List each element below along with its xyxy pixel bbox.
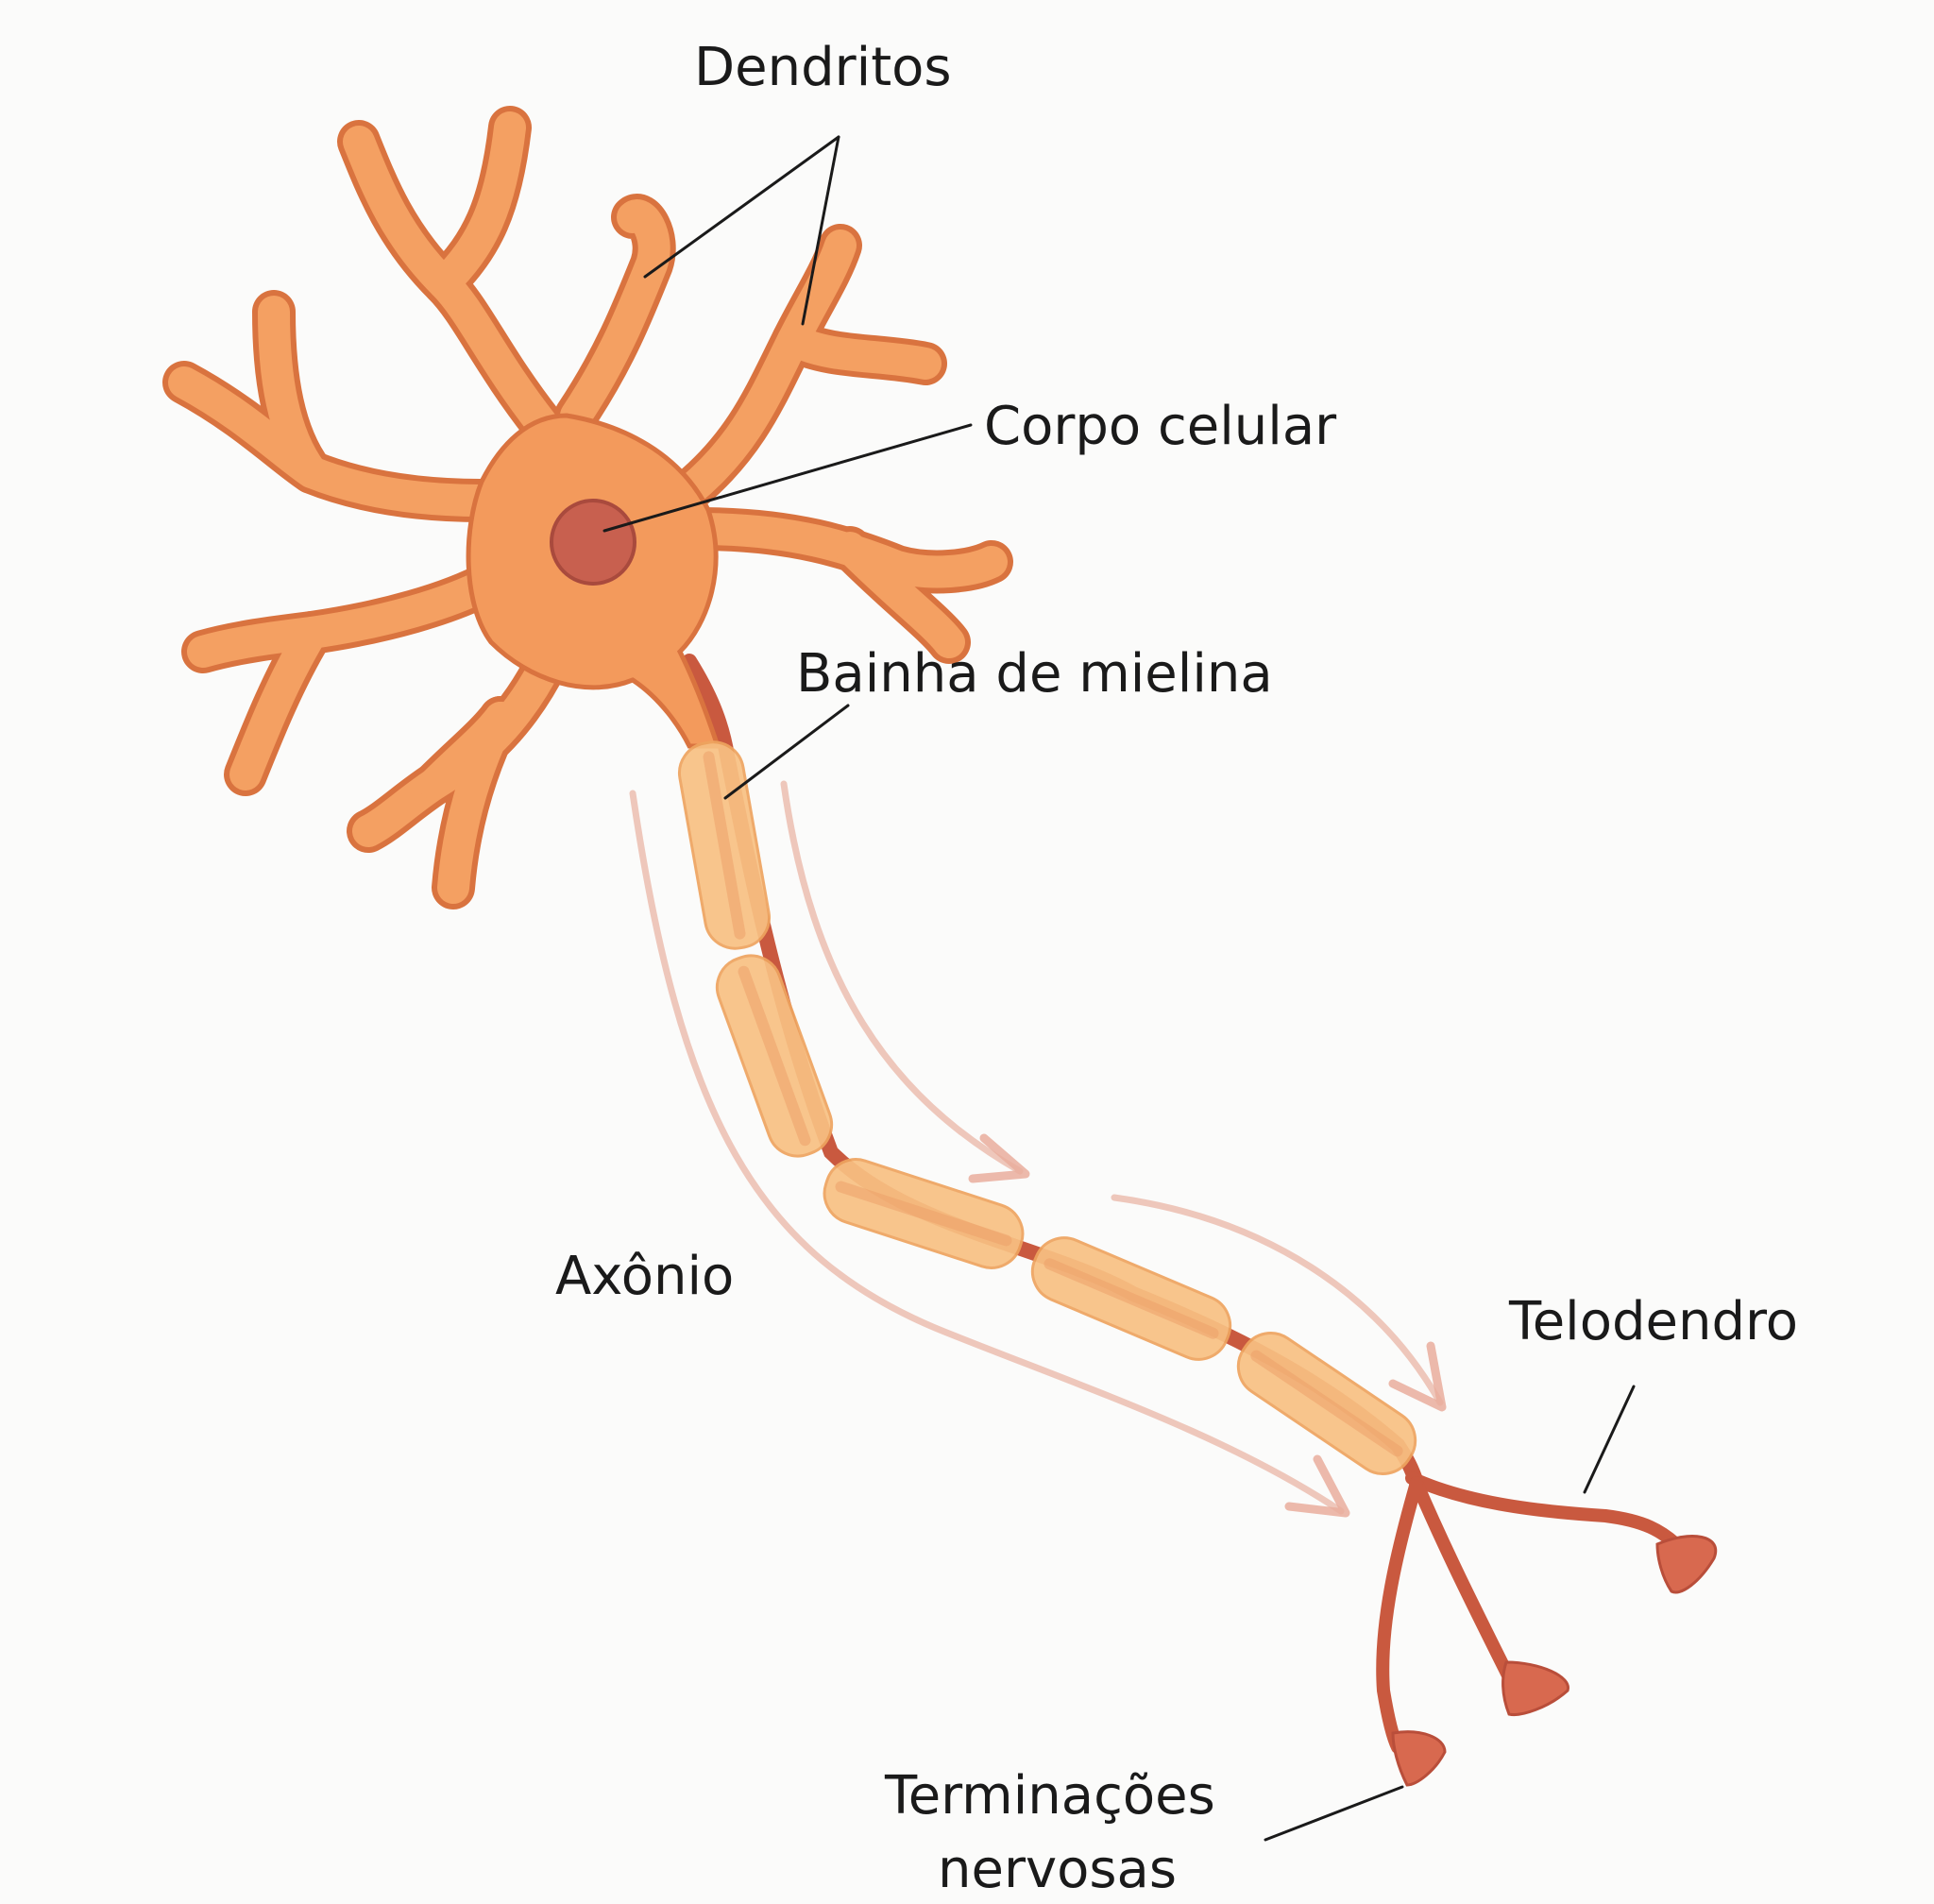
label-telodendron: Telodendro xyxy=(1508,1291,1798,1352)
signal-flow-arrowhead-middle xyxy=(968,1133,1030,1183)
dendrites-leader-1 xyxy=(643,135,840,279)
label-myelin-sheath: Bainha de mielina xyxy=(796,643,1273,705)
label-dendrites: Dendritos xyxy=(694,37,952,98)
leader-lines xyxy=(602,135,1636,1842)
label-axon: Axônio xyxy=(555,1246,734,1307)
nerve-endings xyxy=(1391,1535,1718,1787)
myelin-segment xyxy=(677,740,772,950)
signal-flow-arrows xyxy=(629,780,1447,1518)
cell-body xyxy=(466,413,721,749)
nucleus xyxy=(550,499,636,586)
label-nerve-endings-line1: Terminações xyxy=(884,1765,1215,1827)
myelin-leader xyxy=(723,704,850,800)
signal-flow-arrow-left xyxy=(629,790,1345,1515)
myelin-segment xyxy=(715,954,834,1158)
label-cell-body: Corpo celular xyxy=(984,396,1337,457)
signal-flow-arrowhead-left xyxy=(1284,1454,1350,1518)
axon-terminal xyxy=(1501,1660,1569,1717)
myelin-segment xyxy=(1030,1236,1232,1361)
cell-body-leader xyxy=(602,423,973,533)
myelin-segment xyxy=(823,1158,1025,1269)
dendrites xyxy=(162,106,1013,910)
telodendron-leader xyxy=(1583,1385,1636,1494)
myelin-segment xyxy=(1236,1332,1417,1475)
telodendron xyxy=(1376,1471,1688,1754)
dendrites-leader-2 xyxy=(801,135,840,326)
labels: Dendritos Corpo celular Bainha de mielin… xyxy=(555,37,1798,1900)
nerve-endings-leader xyxy=(1264,1785,1404,1842)
signal-flow-arrowhead-right xyxy=(1388,1341,1447,1412)
axon-terminal xyxy=(1391,1730,1447,1787)
label-nerve-endings-line2: nervosas xyxy=(938,1839,1177,1900)
signal-flow-arrow-middle xyxy=(780,780,1024,1175)
axon-terminal xyxy=(1655,1535,1718,1594)
myelin-sheath xyxy=(677,740,1417,1475)
signal-flow-arrow-right xyxy=(1111,1194,1444,1406)
